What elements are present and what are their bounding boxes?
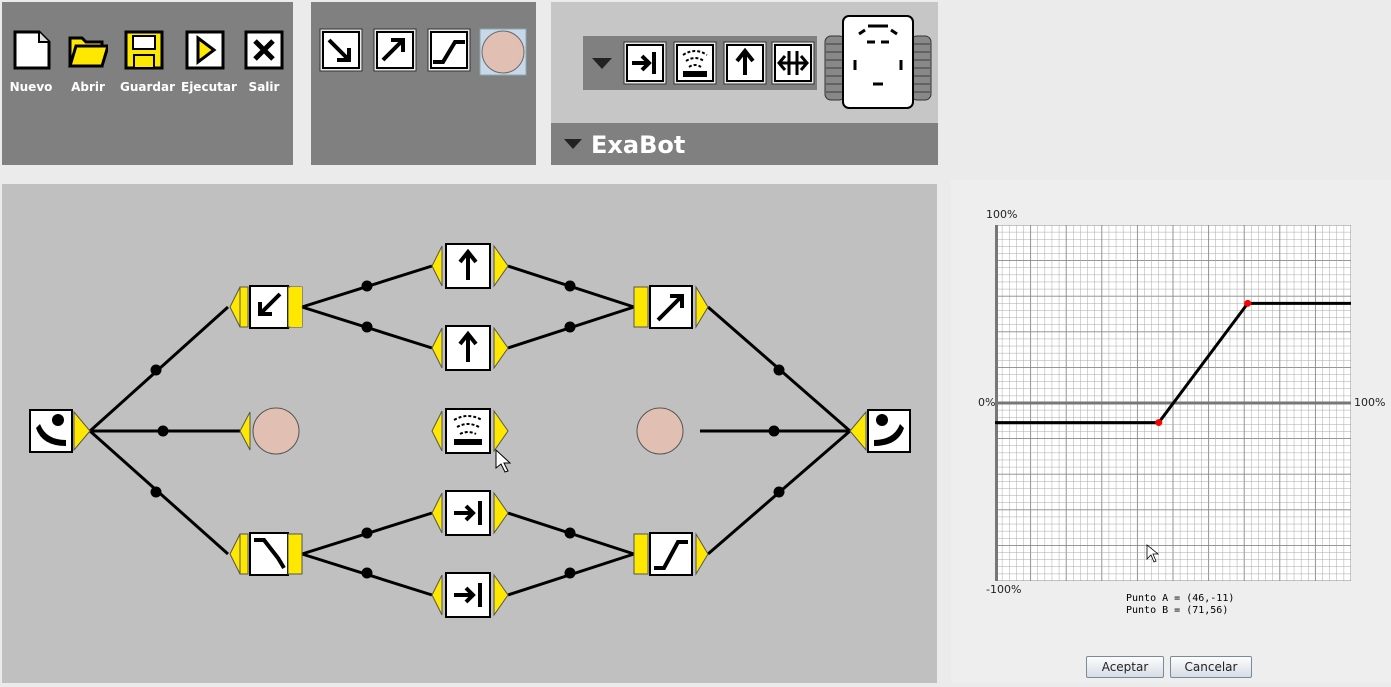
control-point-b[interactable]: [1244, 299, 1252, 307]
run-button-label: Ejecutar: [181, 80, 237, 94]
ramp-down-block[interactable]: [229, 532, 303, 576]
accept-button[interactable]: Aceptar: [1086, 656, 1164, 678]
ramp-down-block-button[interactable]: [319, 28, 363, 72]
close-icon: [244, 30, 284, 70]
save-button[interactable]: Guardar: [120, 30, 176, 94]
control-point-a[interactable]: [1155, 419, 1163, 427]
circle-block-left[interactable]: [239, 407, 300, 455]
behavior-graph[interactable]: [2, 184, 937, 683]
cancel-button[interactable]: Cancelar: [1170, 656, 1252, 678]
open-button-label: Abrir: [71, 80, 105, 94]
y-max-label: 100%: [986, 208, 1018, 221]
response-curve-dialog: 100% 0% 100% -100% Punto A = (46,-11) Pu…: [951, 180, 1391, 683]
mouse-cursor-icon: [1146, 544, 1160, 563]
new-button-label: Nuevo: [9, 80, 53, 94]
folder-icon: [67, 36, 111, 68]
ramp-up-block-button[interactable]: [373, 28, 417, 72]
ramp-down-icon: [319, 28, 363, 72]
new-file-icon: [13, 30, 51, 70]
y-zero-label: 0%: [978, 396, 996, 409]
sensor-block-right[interactable]: [849, 409, 911, 453]
robot-topview-icon: [824, 15, 932, 109]
arrow-up-icon[interactable]: [723, 41, 767, 85]
chart-grid: [995, 225, 1351, 581]
arrow-to-line-block[interactable]: [431, 572, 509, 618]
step-curve-block-button[interactable]: [427, 28, 471, 72]
ramp-up-icon: [373, 28, 417, 72]
circle-block-button[interactable]: [479, 28, 527, 76]
y-min-label: -100%: [986, 583, 1022, 596]
point-a-readout: Punto A = (46,-11): [1126, 593, 1235, 604]
play-icon: [185, 30, 225, 70]
sensor-strip: [583, 36, 817, 90]
step-curve-block[interactable]: [633, 532, 709, 576]
arrow-to-line-block[interactable]: [431, 490, 509, 536]
program-canvas[interactable]: [2, 184, 937, 683]
robot-name: ExaBot: [591, 131, 686, 159]
x-max-label: 100%: [1354, 396, 1386, 409]
response-curve-line: [995, 301, 1351, 425]
mouse-cursor-icon: [495, 448, 512, 473]
exit-button-label: Salir: [248, 80, 280, 94]
floppy-disk-icon: [124, 30, 164, 70]
arrow-to-line-icon[interactable]: [623, 41, 667, 85]
block-palette: [311, 2, 536, 165]
main-toolbar: Nuevo Abrir Guardar Ejecutar Salir: [2, 2, 293, 165]
point-b-readout: Punto B = (71,56): [1126, 605, 1229, 616]
chart-series: [995, 299, 1351, 427]
save-button-label: Guardar: [120, 80, 176, 94]
open-button[interactable]: Abrir: [64, 30, 112, 94]
circle-block-right[interactable]: [636, 407, 684, 455]
exit-button[interactable]: Salir: [240, 30, 288, 94]
sonar-block[interactable]: [431, 408, 509, 454]
ramp-down-block[interactable]: [229, 285, 303, 329]
dropdown-caret-icon[interactable]: [563, 138, 583, 150]
new-button[interactable]: Nuevo: [7, 30, 55, 94]
sonar-icon[interactable]: [673, 41, 717, 85]
connection-nodes: [150, 280, 785, 579]
ramp-up-block[interactable]: [633, 285, 709, 329]
dropdown-caret-icon[interactable]: [591, 56, 613, 70]
robot-selector[interactable]: ExaBot: [551, 123, 938, 165]
robot-sensor-palette: [551, 2, 938, 123]
double-arrow-icon[interactable]: [771, 41, 815, 85]
arrow-up-block[interactable]: [431, 243, 509, 289]
run-button[interactable]: Ejecutar: [181, 30, 237, 94]
arrow-up-block[interactable]: [431, 325, 509, 371]
step-curve-icon: [427, 28, 471, 72]
circle-block-icon: [479, 28, 527, 76]
response-curve-chart[interactable]: [995, 225, 1351, 581]
sensor-block-left[interactable]: [29, 409, 91, 453]
